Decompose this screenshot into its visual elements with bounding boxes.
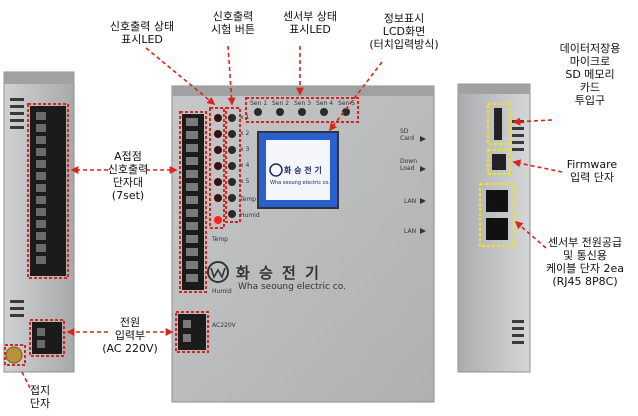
led-label-2: x 2	[240, 130, 250, 137]
front-view	[171, 85, 435, 403]
label-sd-card: 데이터저장용 마이크로 SD 메모리 카드 투입구	[559, 42, 621, 107]
led-label-5: x 5	[240, 178, 250, 185]
label-terminal-block: A접점 신호출력 단자대 (7set)	[107, 150, 149, 202]
label-sensor-cable: 센서부 전원공급 및 통신용 케이블 단자 2ea (RJ45 8P8C)	[545, 236, 625, 288]
led-label-3: x 3	[240, 146, 250, 153]
label-firmware: Firmware 입력 단자	[566, 158, 618, 184]
side-label-sd: SD Card	[400, 128, 415, 142]
humid-label: Humid	[212, 288, 232, 295]
right-side-view	[457, 83, 531, 373]
label-sensor-status-led: 센서부 상태 표시LED	[282, 10, 338, 36]
power-label: AC220V	[212, 322, 236, 329]
label-lcd-display: 정보표시 LCD화면 (터치입력방식)	[369, 12, 439, 51]
sensor-label-4: Sen 4	[316, 100, 334, 107]
lcd-brand: 화 승 전 기	[284, 166, 322, 175]
left-side-view	[3, 71, 75, 373]
side-label-lan-1: LAN	[404, 198, 417, 205]
sensor-label-2: Sen 2	[272, 100, 290, 107]
callout-lines	[21, 45, 563, 389]
label-power-input: 전원 입력부 (AC 220V)	[102, 316, 158, 355]
sensor-label-5: Sen 5	[338, 100, 356, 107]
label-signal-output-led: 신호출력 상태 표시LED	[109, 20, 175, 46]
label-signal-test-button: 신호출력 시험 버튼	[211, 10, 255, 36]
led-label-4: x 4	[240, 162, 250, 169]
led-label-temp: Temp	[240, 196, 256, 203]
brand-korean: 화 승 전 기	[236, 264, 321, 282]
sensor-label-1: Sen 1	[250, 100, 268, 107]
side-label-lan-2: LAN	[404, 228, 417, 235]
side-label-download: Down Load	[400, 158, 418, 172]
sensor-label-3: Sen 3	[294, 100, 312, 107]
lcd-subtitle: Wha seoung electric co.	[270, 180, 330, 186]
label-ground: 접지 단자	[29, 384, 51, 410]
brand-english: Wha seoung electric co.	[238, 282, 346, 292]
led-label-1: x 1	[240, 114, 250, 121]
led-label-humid: Humid	[240, 212, 260, 219]
temp-label: Temp	[212, 236, 228, 243]
